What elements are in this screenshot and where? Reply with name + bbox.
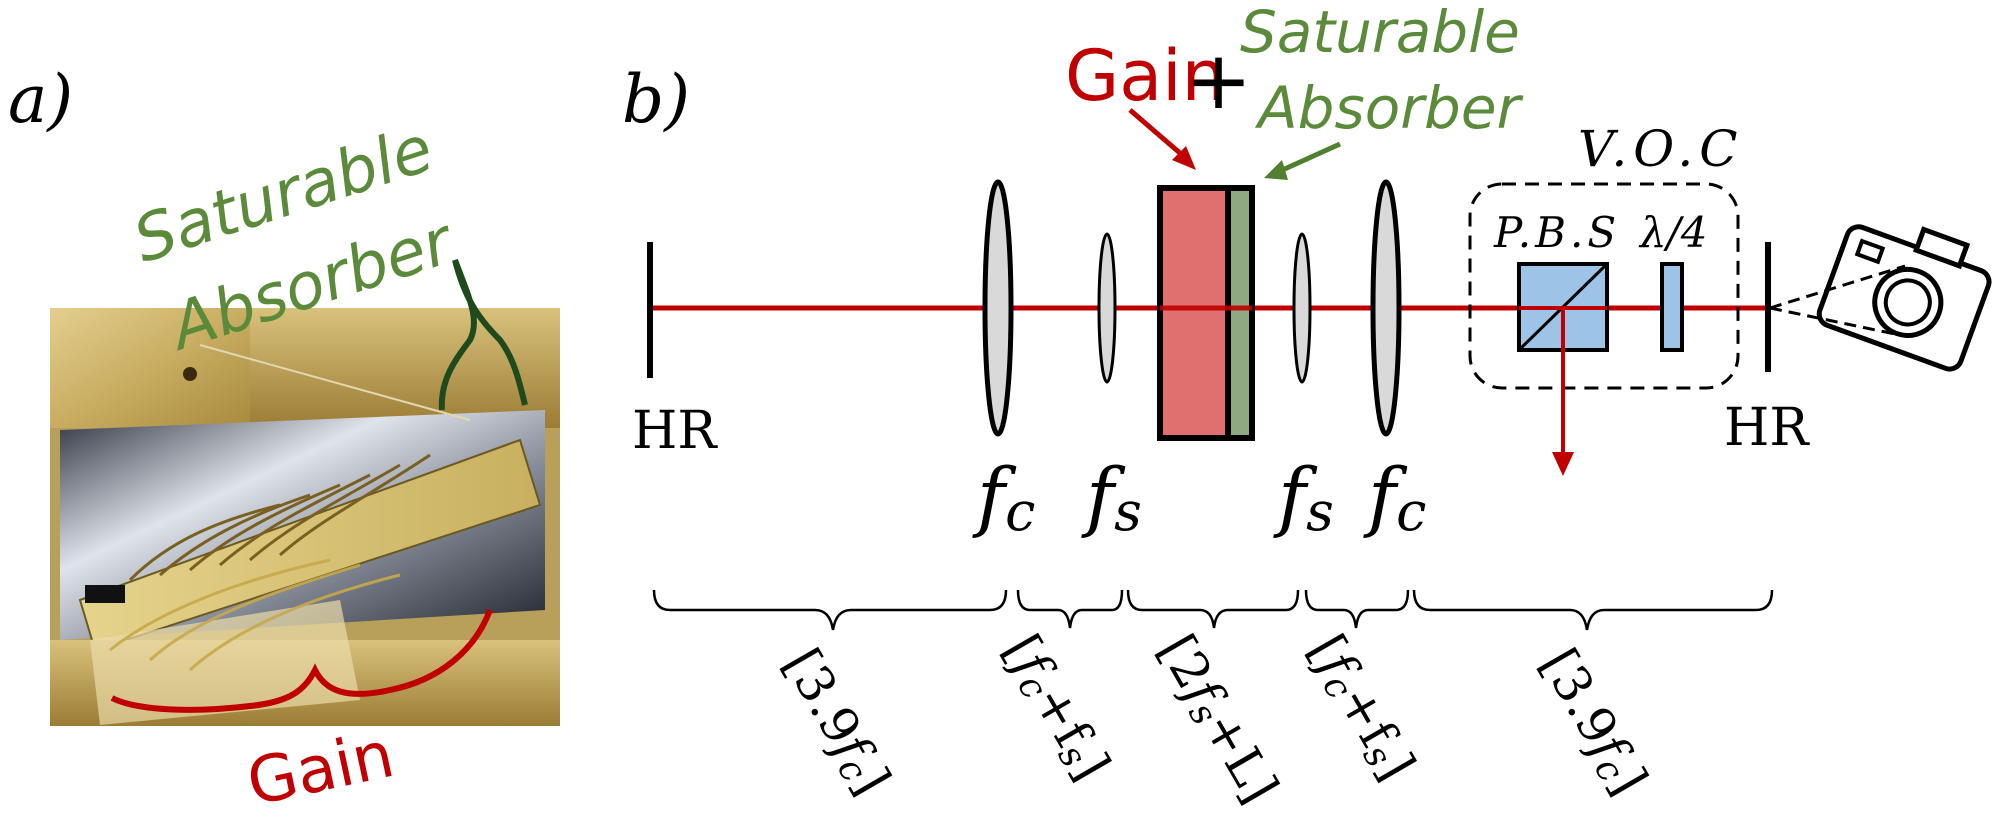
distance-label-2: [fc+fs] bbox=[990, 625, 1121, 791]
gain-arrow bbox=[1128, 108, 1190, 162]
photo-gain-label: Gain bbox=[241, 718, 400, 821]
gain-label: Gain bbox=[1065, 35, 1226, 117]
voc-box bbox=[1468, 182, 1740, 390]
output-arrow bbox=[1552, 452, 1574, 476]
voc-label: V.O.C bbox=[1578, 120, 1743, 178]
panel-b-label: b) bbox=[622, 61, 690, 138]
lens-fc-left bbox=[982, 179, 1014, 437]
camera-icon bbox=[1816, 224, 1992, 372]
distance-label-5: [3.9fc] bbox=[1527, 639, 1658, 806]
absorber-brace bbox=[438, 258, 528, 411]
plus-sign: + bbox=[1185, 34, 1252, 127]
absorber-arrow bbox=[1276, 141, 1342, 175]
panel-a-label: a) bbox=[8, 61, 73, 138]
distance-braces bbox=[652, 589, 1774, 631]
distance-label-4: [fc+fs] bbox=[1295, 625, 1426, 791]
gain-medium bbox=[1157, 185, 1231, 441]
lens-fs-right bbox=[1292, 232, 1312, 384]
quarter-wave-plate bbox=[1660, 262, 1684, 352]
panel-b: b) HR HR Gain + Saturable Absorber fc fs bbox=[622, 0, 1992, 814]
qwp-label: λ/4 bbox=[1638, 208, 1708, 257]
lens-labels: fc fs fs fc bbox=[972, 451, 1426, 543]
lens-label-fc-2: fc bbox=[1363, 451, 1426, 543]
hr-right-label: HR bbox=[1724, 398, 1810, 458]
device-photo bbox=[50, 308, 560, 726]
hr-left-label: HR bbox=[632, 401, 718, 461]
absorber-label: Absorber bbox=[1254, 74, 1524, 142]
gain-brace bbox=[110, 608, 493, 713]
distance-labels: [3.9fc] [fc+fs] [2fs+L] [fc+fs] [3.9fc] bbox=[770, 625, 1659, 814]
panel-a: a) Sa bbox=[8, 61, 560, 821]
saturable-label: Saturable bbox=[1240, 0, 1520, 66]
lens-label-fc-1: fc bbox=[972, 451, 1035, 543]
distance-label-1: [3.9fc] bbox=[770, 639, 901, 806]
lens-fs-left bbox=[1097, 232, 1117, 384]
pbs-label: P.B.S bbox=[1493, 208, 1620, 257]
distance-label-3: [2fs+L] bbox=[1145, 625, 1289, 814]
lens-label-fs-2: fs bbox=[1273, 451, 1334, 543]
absorber-medium bbox=[1225, 185, 1255, 441]
lens-fc-right bbox=[1370, 179, 1402, 437]
lens-label-fs-1: fs bbox=[1081, 451, 1142, 543]
